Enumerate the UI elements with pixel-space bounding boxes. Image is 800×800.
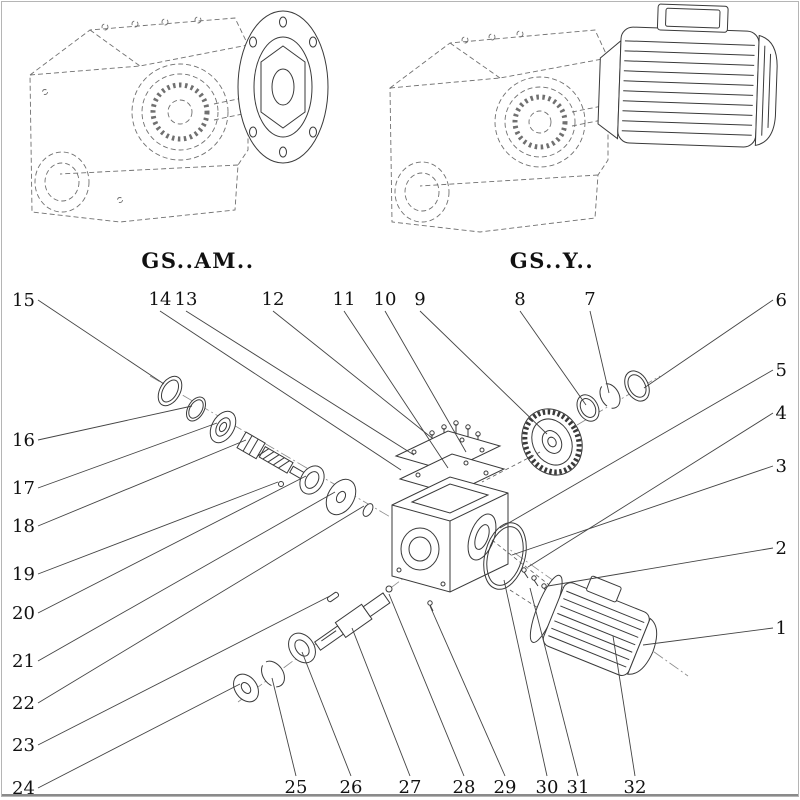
ring-22: [362, 503, 374, 517]
leader-line-27: [351, 627, 411, 777]
leader-line-15: [37, 299, 165, 385]
callout-number-26: 26: [340, 777, 363, 798]
gearbox-y-drawing: [389, 3, 778, 233]
callout-number-31: 31: [567, 777, 590, 798]
leader-line-10: [384, 310, 467, 453]
output-shaft-27: [314, 592, 391, 651]
callout-number-9: 9: [414, 289, 425, 310]
leader-line-25: [271, 677, 297, 777]
callout-number-15: 15: [12, 290, 35, 311]
gearbox-y-housing: [389, 29, 613, 233]
leader-line-16: [37, 405, 193, 441]
callout-number-6: 6: [776, 290, 787, 311]
callout-number-8: 8: [514, 289, 525, 310]
callout-number-14: 14: [149, 289, 172, 310]
callout-number-2: 2: [776, 538, 787, 559]
callout-number-10: 10: [374, 289, 397, 310]
key-23: [326, 591, 340, 603]
callout-number-18: 18: [12, 516, 35, 537]
leader-line-13: [185, 310, 415, 456]
seal-ring-15: [157, 375, 183, 407]
callout-number-32: 32: [624, 777, 647, 798]
callout-number-17: 17: [12, 478, 35, 499]
callout-number-5: 5: [776, 360, 787, 381]
pin-28: [385, 585, 393, 593]
pin-19: [278, 481, 284, 487]
leader-line-26: [301, 651, 352, 777]
callout-number-12: 12: [262, 289, 285, 310]
callout-number-25: 25: [285, 777, 308, 798]
callout-number-4: 4: [776, 403, 787, 424]
callout-number-7: 7: [584, 289, 595, 310]
leader-line-32: [612, 635, 636, 777]
leader-line-23: [37, 595, 331, 746]
leader-line-4: [527, 412, 774, 568]
callout-number-30: 30: [536, 777, 559, 798]
callout-number-11: 11: [333, 289, 356, 310]
leader-line-7: [589, 310, 610, 394]
callout-number-29: 29: [494, 777, 517, 798]
gearbox-am-drawing: [29, 10, 329, 223]
motor-1: [529, 574, 658, 676]
leader-line-3: [511, 465, 774, 556]
circlip-25: [261, 660, 285, 688]
leader-line-24: [37, 683, 241, 789]
gasket-oring-3: [483, 522, 527, 590]
screw-29: [427, 600, 434, 612]
leader-line-12: [272, 310, 433, 439]
callout-number-3: 3: [776, 456, 787, 477]
exploded-assembly: [149, 370, 689, 703]
callout-number-27: 27: [399, 777, 422, 798]
leader-line-5: [499, 369, 774, 529]
washer-24: [233, 673, 259, 703]
worm-shaft-18: [236, 431, 307, 481]
leader-line-6: [643, 299, 774, 389]
leader-line-2: [547, 547, 774, 587]
circlip-7: [599, 383, 621, 409]
helical-gear-9: [521, 408, 583, 476]
leader-line-20: [37, 475, 307, 614]
gear-housing-body: [391, 476, 509, 593]
bearing-17: [209, 410, 237, 444]
callout-number-16: 16: [12, 430, 35, 451]
callout-number-24: 24: [12, 778, 35, 799]
leader-line-17: [37, 422, 218, 489]
gearbox-am-flange: [237, 10, 329, 164]
callout-number-21: 21: [12, 651, 35, 672]
gearbox-am-housing: [29, 16, 253, 223]
circlip-16: [186, 396, 206, 422]
leader-line-29: [429, 605, 506, 777]
variant-label-gsam: GS..AM..: [141, 248, 255, 273]
bearing-26: [288, 632, 316, 664]
callout-number-20: 20: [12, 603, 35, 624]
leader-line-30: [503, 579, 548, 777]
leader-line-21: [37, 491, 336, 662]
callout-number-13: 13: [175, 289, 198, 310]
leader-line-8: [519, 310, 587, 406]
leader-line-14: [159, 310, 402, 471]
leader-line-1: [642, 627, 774, 646]
leader-line-31: [529, 587, 579, 777]
leader-line-22: [37, 505, 365, 704]
callout-number-23: 23: [12, 735, 35, 756]
leader-line-18: [37, 439, 247, 527]
ring-8: [576, 394, 600, 422]
callout-number-19: 19: [12, 564, 35, 585]
leader-line-28: [388, 593, 465, 777]
ring-6: [624, 370, 650, 402]
callout-number-1: 1: [776, 618, 787, 639]
bearing-20: [299, 465, 325, 495]
variant-label-gsy: GS..Y..: [509, 248, 595, 273]
leader-line-19: [37, 481, 279, 575]
construction-line: [481, 451, 541, 483]
leader-line-11: [343, 310, 449, 469]
callout-number-22: 22: [12, 693, 35, 714]
worm-gear-disc-21: [325, 478, 357, 516]
leader-line-9: [419, 310, 548, 435]
callout-number-28: 28: [453, 777, 476, 798]
motor-y-drawing: [597, 3, 778, 148]
